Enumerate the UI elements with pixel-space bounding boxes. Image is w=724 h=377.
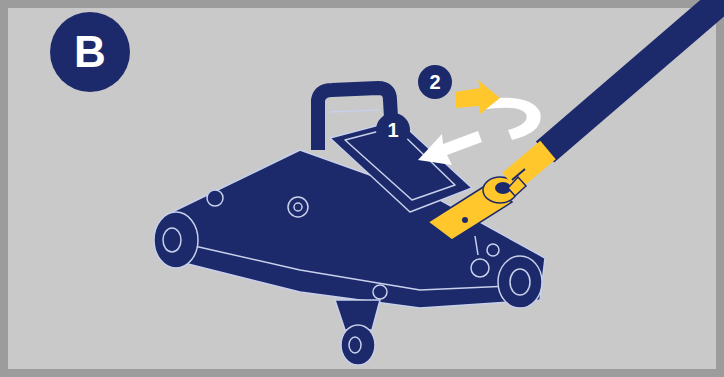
pivot-bolt xyxy=(288,197,308,217)
caster-hub xyxy=(349,337,361,353)
callout-number: 1 xyxy=(376,113,410,147)
release-valve xyxy=(471,259,489,277)
callout-number-text: 2 xyxy=(429,72,440,92)
callout-number: 2 xyxy=(418,65,452,99)
socket-pin xyxy=(462,217,468,223)
insert-arrow xyxy=(418,131,482,165)
circle-fill xyxy=(376,113,410,147)
handle-pole xyxy=(545,0,724,152)
pump-cylinder xyxy=(498,256,542,308)
pivot-bolt-center xyxy=(294,203,302,211)
pump-rod xyxy=(475,236,478,255)
pivot-bolt xyxy=(207,190,223,206)
handle-tip xyxy=(508,177,526,196)
handle-end xyxy=(510,150,548,182)
panel-letter: B xyxy=(50,12,130,92)
panel-letter-text: B xyxy=(74,30,106,74)
callout-number-text: 1 xyxy=(387,120,398,140)
jack-body xyxy=(168,150,545,308)
handle-grip xyxy=(330,110,380,112)
body-edge xyxy=(190,245,530,290)
circle-fill xyxy=(50,12,130,92)
rotation-arrow-head xyxy=(455,80,500,114)
circle-fill xyxy=(418,65,452,99)
caster-wheel xyxy=(341,325,375,365)
side-bolt xyxy=(373,285,387,299)
front-wheel-hub xyxy=(163,228,181,252)
pump-bolt xyxy=(487,244,499,256)
pump-cylinder-end xyxy=(510,269,530,295)
front-wheel xyxy=(154,212,198,268)
